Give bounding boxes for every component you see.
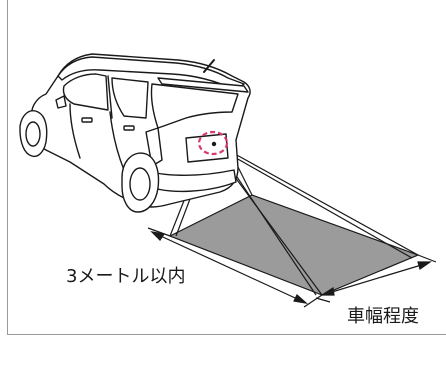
camera-icon xyxy=(211,141,217,147)
width-dimension xyxy=(315,254,437,303)
side-mirror xyxy=(55,95,67,109)
rear-spoiler xyxy=(157,77,249,93)
distance-dimension xyxy=(147,227,323,308)
rear-wheel xyxy=(121,152,160,213)
detection-area xyxy=(168,194,420,296)
side-window-rear xyxy=(111,77,149,119)
rear-bumper xyxy=(141,169,237,193)
front-wheel xyxy=(19,110,48,158)
tail-light xyxy=(145,127,163,167)
distance-label: 3メートル以内 xyxy=(66,266,186,287)
antenna xyxy=(203,59,215,73)
license-plate-area xyxy=(185,133,229,163)
side-window-front xyxy=(62,73,109,111)
door-handle-front xyxy=(81,117,93,123)
width-label: 車幅程度 xyxy=(347,306,419,327)
camera-highlight xyxy=(197,130,229,156)
rear-window xyxy=(150,83,239,129)
frame-border xyxy=(7,0,446,335)
door-handle-rear xyxy=(123,125,135,131)
car-illustration xyxy=(19,53,251,213)
